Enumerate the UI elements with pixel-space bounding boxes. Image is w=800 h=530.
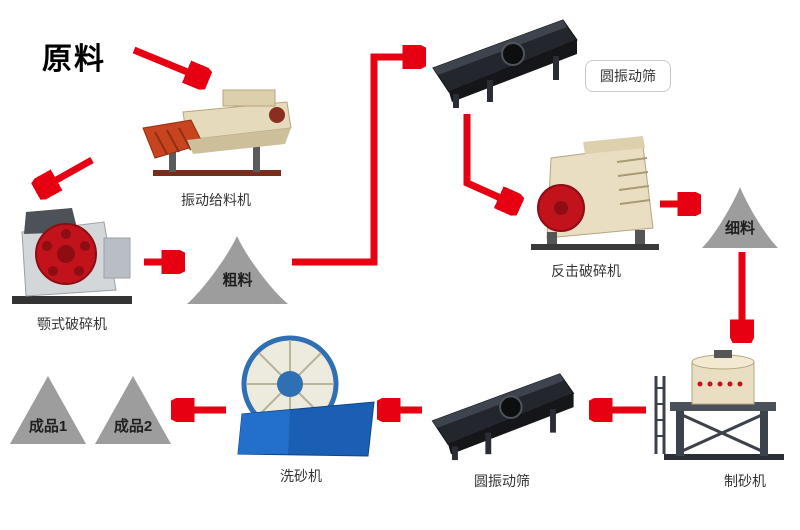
- label-product-1: 成品1: [28, 418, 68, 435]
- node-sand-maker: [648, 348, 795, 466]
- vibrating-screen-top-illustration: [432, 19, 578, 108]
- label-vibrating-screen-top: 圆振动筛: [585, 60, 671, 92]
- raw-material-title: 原料: [42, 43, 106, 76]
- arrow-raw-to-feeder: [132, 46, 202, 78]
- vibrating-feeder-illustration: [142, 89, 292, 176]
- node-product-1: 成品1: [8, 372, 88, 448]
- node-fine-material: 细料: [700, 184, 780, 252]
- product-1-illustration: [10, 376, 86, 444]
- label-fine-material: 细料: [724, 220, 755, 237]
- sand-maker-illustration: [654, 350, 784, 460]
- node-jaw-crusher: [8, 198, 140, 310]
- node-product-2: 成品2: [93, 372, 173, 448]
- node-impact-crusher: [525, 132, 665, 256]
- label-vibrating-feeder: 振动给料机: [181, 192, 251, 208]
- node-sand-washer: [228, 334, 378, 462]
- label-impact-crusher: 反击破碎机: [551, 263, 621, 279]
- coarse-pile-illustration: [187, 236, 288, 304]
- arrow-coarse-pile-to-top-screen: [292, 57, 419, 266]
- jaw-crusher-illustration: [12, 208, 132, 304]
- arrow-top-screen-to-impact-crusher: [463, 114, 514, 204]
- label-vibrating-screen-bottom: 圆振动筛: [474, 473, 530, 489]
- arrow-feeder-to-jaw-crusher: [42, 156, 94, 188]
- node-vibrating-feeder: [135, 82, 295, 187]
- fine-pile-illustration: [702, 187, 778, 248]
- node-coarse-material: 粗料: [185, 232, 290, 308]
- label-coarse-material: 粗料: [222, 272, 253, 289]
- sand-washer-illustration: [237, 335, 375, 457]
- impact-crusher-illustration: [531, 136, 659, 250]
- label-jaw-crusher: 颚式破碎机: [37, 316, 107, 332]
- label-sand-washer: 洗砂机: [280, 468, 322, 484]
- label-product-2: 成品2: [113, 418, 153, 435]
- product-2-illustration: [95, 376, 171, 444]
- vibrating-screen-bottom-illustration: [431, 373, 575, 461]
- node-vibrating-screen-bottom: [424, 364, 582, 464]
- label-sand-maker: 制砂机: [724, 473, 766, 489]
- node-vibrating-screen-top: [425, 10, 585, 112]
